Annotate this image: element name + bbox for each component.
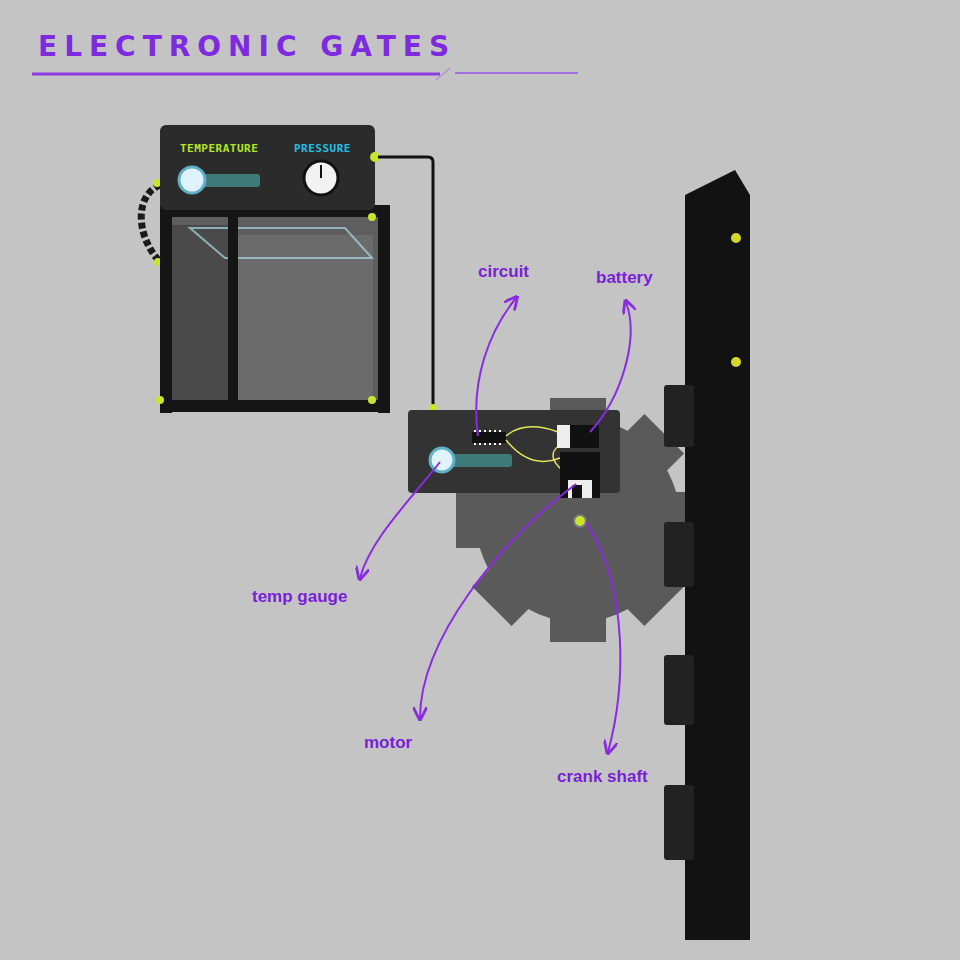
panel-label: TEMPERATURE (180, 142, 258, 155)
part-label: motor (364, 733, 412, 753)
diagram-title: ELECTRONIC GATES (38, 30, 456, 63)
panel-label: PRESSURE (294, 142, 351, 155)
part-label: temp gauge (252, 587, 347, 607)
gauge-panel: TEMPERATURE PRESSURE (160, 125, 375, 167)
part-label: battery (596, 268, 653, 288)
part-label: circuit (478, 262, 529, 282)
part-label: crank shaft (557, 767, 648, 787)
